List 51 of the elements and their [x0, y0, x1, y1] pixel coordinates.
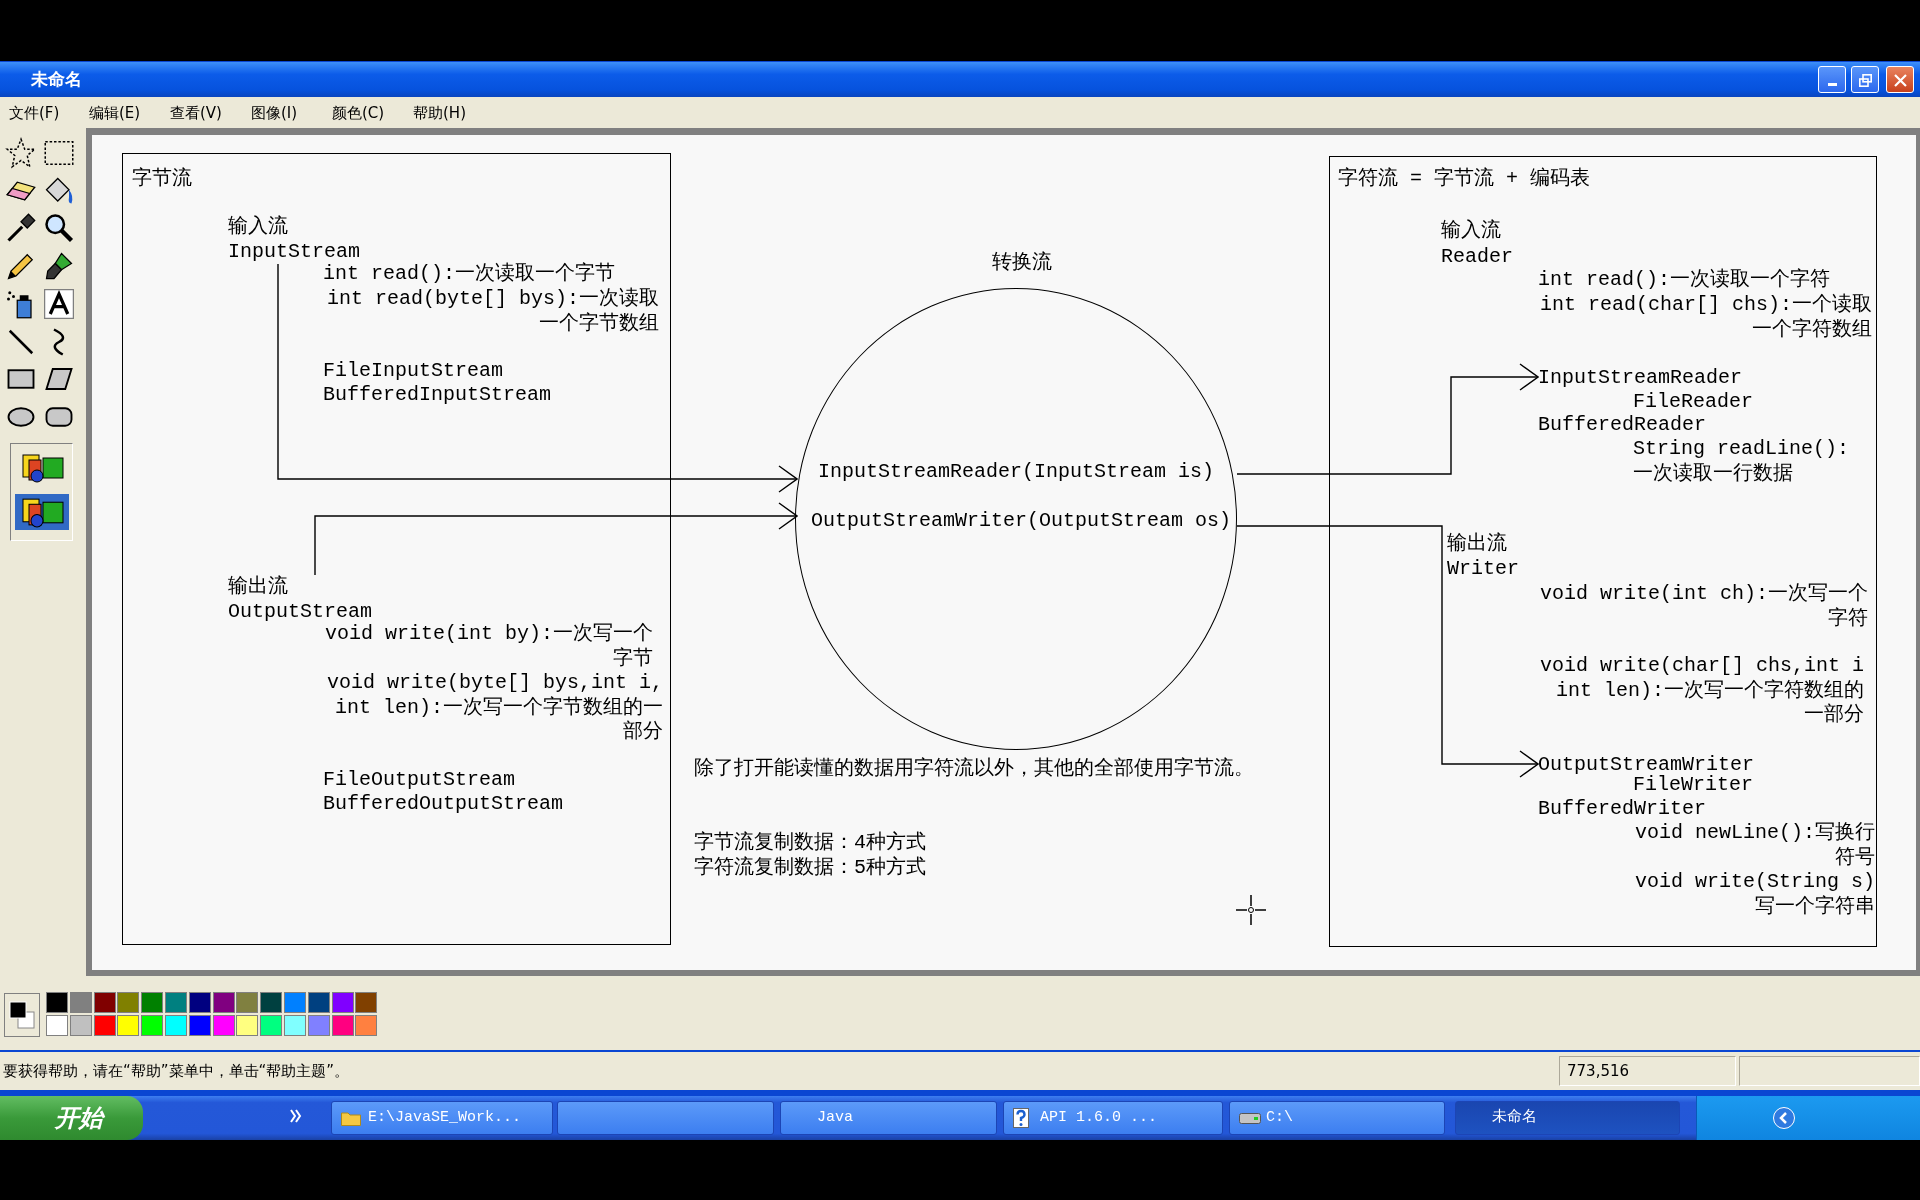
menu-item: 图像(I) — [251, 103, 298, 123]
menu-item: 文件(F) — [9, 103, 60, 123]
menu-item: 帮助(H) — [413, 103, 466, 123]
class-name-text: FileOutputStream — [323, 768, 516, 793]
class-name-text: FileInputStream — [323, 359, 504, 384]
arrow — [314, 502, 798, 576]
arrow — [1236, 363, 1539, 475]
method-text: void write(int ch):一次写一个字符 — [1538, 582, 1868, 631]
window-title: 未命名 — [31, 69, 82, 90]
method-text: int read():一次读取一个字节 — [323, 262, 616, 287]
taskbar-button: API 1.6.0 ... — [1003, 1101, 1223, 1135]
group-box — [1329, 156, 1877, 947]
coordinates-text: 773,516 — [1567, 1061, 1630, 1081]
class-name-text: FileWriter — [1633, 773, 1754, 798]
taskbar-button: C:\ — [1229, 1101, 1445, 1135]
taskbar-button: E:\JavaSE_Work... — [331, 1101, 553, 1135]
class-name-text: InputStreamReader — [1538, 366, 1743, 391]
method-text: void write(byte[] bys,int i, int len):一次写一个字节数组的一部分 — [325, 671, 663, 745]
group-box — [122, 153, 671, 945]
method-text: String readLine():一次读取一行数据 — [1633, 437, 1851, 486]
note-text: 除了打开能读懂的数据用字符流以外，其他的全部使用字节流。 — [694, 757, 1255, 782]
menu-item: 查看(V) — [170, 103, 222, 123]
constructor-text: OutputStreamWriter(OutputStream os) — [797, 509, 1237, 534]
taskbar-button: 未命名 — [1455, 1101, 1680, 1135]
method-text: void write(char[] chs,int i int len):一次写一个字符数组的一部分 — [1538, 654, 1864, 728]
stream-type-text: 输入流 — [1441, 219, 1501, 244]
start-button: 开始 — [0, 1096, 143, 1140]
stream-type-text: 输出流 — [1447, 532, 1507, 557]
class-name-text: Writer — [1447, 557, 1519, 582]
circle-title: 转换流 — [992, 251, 1052, 276]
box-title: 字符流 = 字节流 + 编码表 — [1338, 167, 1590, 192]
menu-item: 编辑(E) — [89, 103, 141, 123]
taskbar-button: Java — [780, 1101, 997, 1135]
menu-item: 颜色(C) — [332, 103, 385, 123]
status-text: 要获得帮助，请在“帮助”菜单中，单击“帮助主题”。 — [3, 1061, 350, 1081]
note-text: 字节流复制数据：4种方式 — [694, 831, 926, 856]
class-name-text: Reader — [1441, 245, 1513, 270]
arrow — [277, 263, 798, 493]
method-text: int read(byte[] bys):一次读取一个字节数组 — [325, 287, 659, 336]
method-text: void write(String s)写一个字符串 — [1633, 870, 1875, 919]
method-text: int read(char[] chs):一个读取一个字符数组 — [1538, 293, 1872, 342]
class-name-text: BufferedInputStream — [323, 383, 552, 408]
note-text: 字符流复制数据：5种方式 — [694, 856, 926, 881]
box-title: 字节流 — [132, 167, 192, 192]
constructor-text: InputStreamReader(InputStream is) — [797, 460, 1237, 485]
arrow — [1236, 525, 1539, 778]
method-text: int read():一次读取一个字符 — [1538, 268, 1831, 293]
class-name-text: FileReader — [1633, 390, 1754, 415]
class-name-text: BufferedOutputStream — [323, 792, 564, 817]
class-name-text: BufferedWriter — [1538, 797, 1707, 822]
class-name-text: BufferedReader — [1538, 413, 1707, 438]
